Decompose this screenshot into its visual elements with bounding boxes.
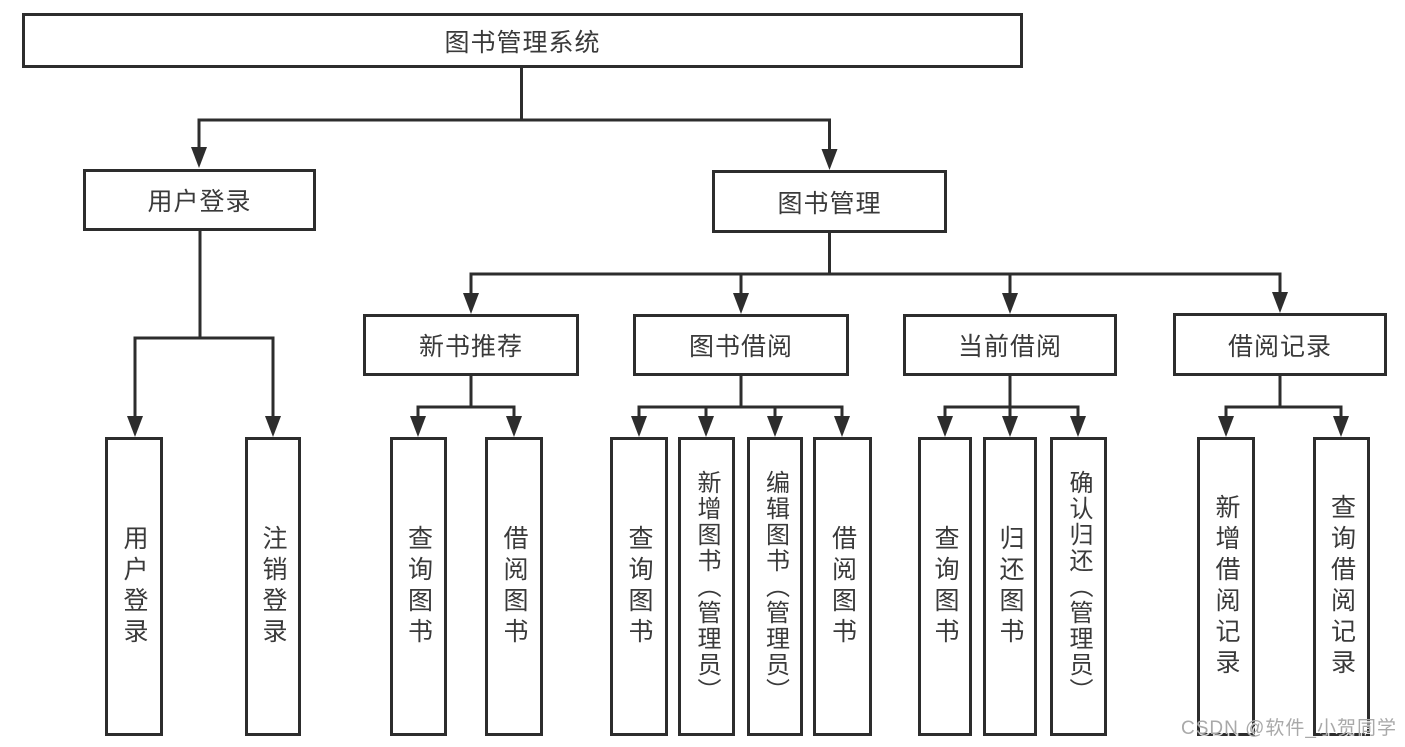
leaf-add-borrow-record: 新增借阅记录 [1197, 437, 1255, 736]
leaf-user-login: 用户登录 [105, 437, 163, 736]
node-borrowing-records: 借阅记录 [1173, 313, 1387, 376]
leaf-borrow-books-recommend: 借阅图书 [485, 437, 543, 736]
leaf-query-books-current: 查询图书 [918, 437, 972, 736]
node-book-management: 图书管理 [712, 170, 947, 233]
node-new-book-recommendation: 新书推荐 [363, 314, 579, 376]
leaf-query-borrow-record: 查询借阅记录 [1313, 437, 1370, 736]
leaf-add-books-admin: 新增图书（管理员） [678, 437, 735, 736]
leaf-return-books: 归还图书 [983, 437, 1037, 736]
node-book-borrowing: 图书借阅 [633, 314, 849, 376]
leaf-logout: 注销登录 [245, 437, 301, 736]
connector-path [133, 66, 1343, 419]
watermark: CSDN @软件_小贺同学 [1181, 718, 1397, 739]
node-current-borrowing: 当前借阅 [903, 314, 1117, 376]
leaf-borrow-books: 借阅图书 [813, 437, 872, 736]
leaf-confirm-return-admin: 确认归还（管理员） [1050, 437, 1107, 736]
leaf-query-books-borrow: 查询图书 [610, 437, 668, 736]
node-system-root: 图书管理系统 [22, 13, 1023, 68]
leaf-query-books-recommend: 查询图书 [390, 437, 447, 736]
node-user-login: 用户登录 [83, 169, 316, 231]
leaf-edit-books-admin: 编辑图书（管理员） [747, 437, 803, 736]
